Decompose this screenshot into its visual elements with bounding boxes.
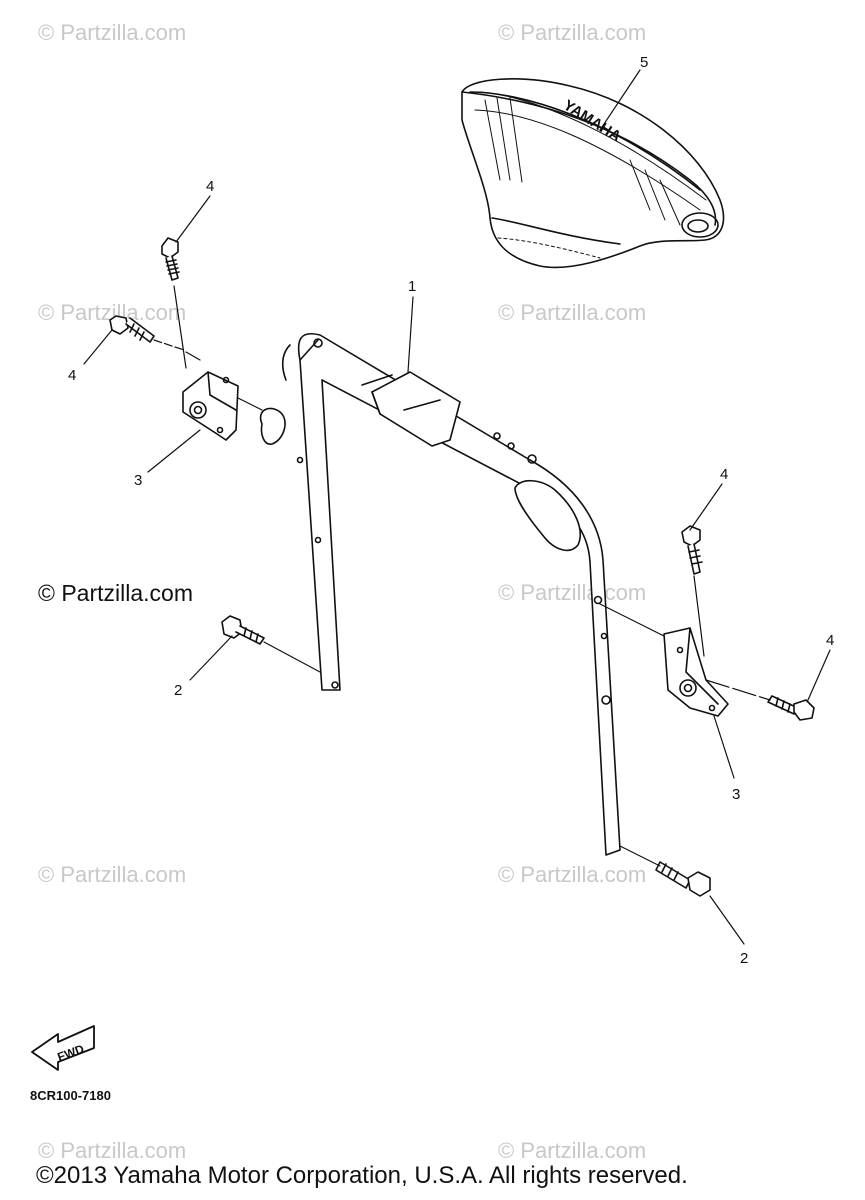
watermark: © Partzilla.com [498,300,647,325]
bolt-part-2-left [221,615,265,645]
watermark: © Partzilla.com [498,580,647,605]
bolt-part-4-left [109,315,155,343]
watermark: © Partzilla.com [498,20,647,45]
callout-part-5: 5 [640,54,649,71]
callout-part-4: 4 [826,632,835,649]
handle-frame-part-1 [259,333,621,856]
bolt-part-4-top-left [161,237,180,281]
main-watermark: © Partzilla.com [38,580,193,606]
copyright-text: ©2013 Yamaha Motor Corporation, U.S.A. A… [36,1162,688,1189]
watermark: © Partzilla.com [38,1138,187,1163]
bracket-left-part-3 [182,371,239,441]
seat-pad-part-5 [461,78,725,269]
callout-part-1: 1 [408,278,417,295]
callout-part-4: 4 [206,178,215,195]
watermark: © Partzilla.com [498,862,647,887]
watermark: © Partzilla.com [38,862,187,887]
callout-part-3: 3 [732,786,741,803]
bolt-part-4-right-top [681,525,703,575]
callout-part-4: 4 [720,466,729,483]
bracket-right-part-3 [663,627,729,717]
bolt-part-2-right [655,861,711,897]
callout-part-2: 2 [174,682,183,699]
watermark: © Partzilla.com [498,1138,647,1163]
bolt-part-4-right [767,695,815,721]
callout-part-2: 2 [740,950,749,967]
fwd-arrow-icon: FWD [31,1025,95,1071]
callout-part-3: 3 [134,472,143,489]
callout-part-4: 4 [68,367,77,384]
diagram-code: 8CR100-7180 [30,1088,111,1103]
watermark: © Partzilla.com [38,20,187,45]
